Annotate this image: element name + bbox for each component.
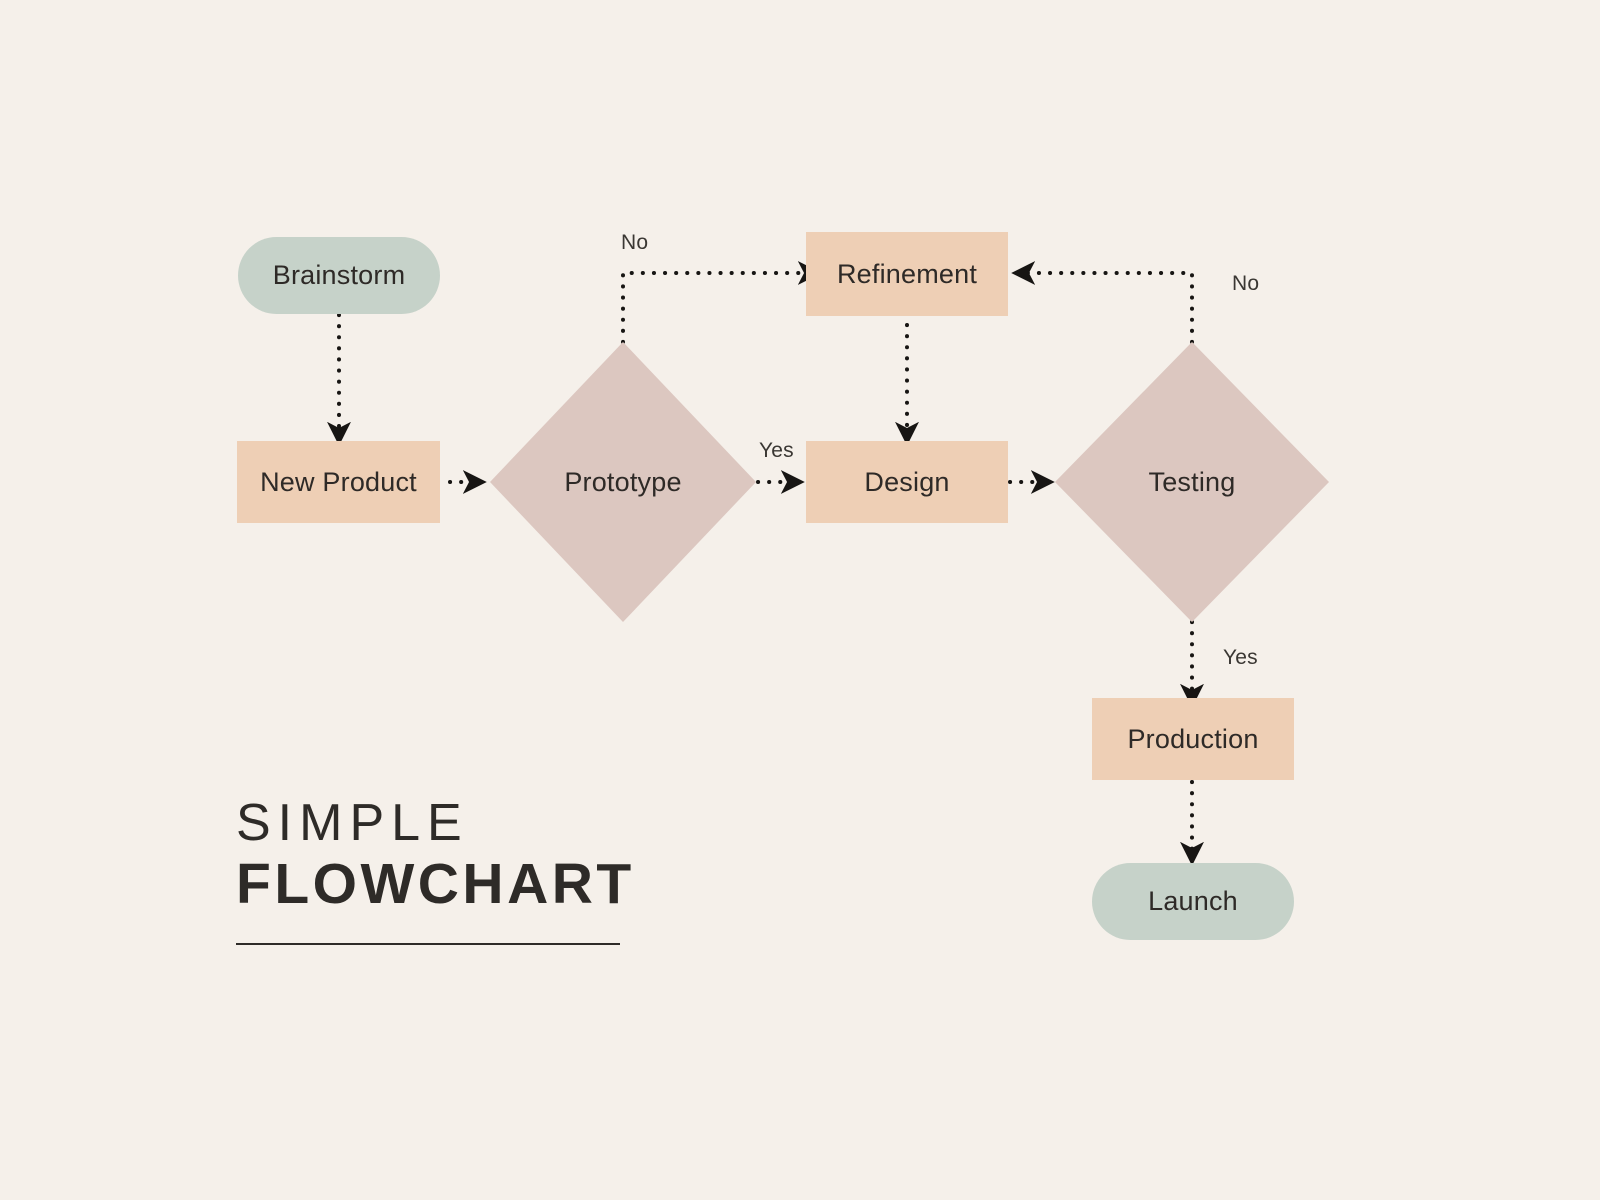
node-brainstorm-label: Brainstorm xyxy=(272,260,406,290)
title-underline-rule xyxy=(236,942,620,945)
node-testing[interactable]: Testing xyxy=(1055,342,1329,622)
edge-label-prototype-no: No xyxy=(621,231,649,254)
title-line-2: FLOWCHART xyxy=(236,852,635,917)
node-design-label: Design xyxy=(864,466,950,497)
node-production-label: Production xyxy=(1127,723,1259,754)
node-new-product[interactable]: New Product xyxy=(237,441,440,523)
node-brainstorm[interactable]: Brainstorm xyxy=(238,237,440,314)
node-new-product-label: New Product xyxy=(260,466,417,497)
edge-label-testing-no: No xyxy=(1232,272,1260,295)
edge-prototype-no-to-refinement xyxy=(621,261,822,344)
node-production[interactable]: Production xyxy=(1092,698,1294,780)
node-refinement-label: Refinement xyxy=(836,258,978,289)
node-prototype[interactable]: Prototype xyxy=(490,342,756,622)
node-testing-label: Testing xyxy=(1148,466,1236,497)
node-launch-label: Launch xyxy=(1148,886,1238,916)
node-prototype-label: Prototype xyxy=(564,466,682,497)
title-line-1: SIMPLE xyxy=(236,794,469,852)
node-design[interactable]: Design xyxy=(806,441,1008,523)
node-launch[interactable]: Launch xyxy=(1092,863,1294,940)
edge-label-testing-yes: Yes xyxy=(1223,646,1258,669)
title-block: SIMPLE FLOWCHART xyxy=(236,795,636,945)
edge-label-prototype-yes: Yes xyxy=(759,439,794,462)
node-refinement[interactable]: Refinement xyxy=(806,232,1008,316)
edge-testing-no-to-refinement xyxy=(1011,261,1194,344)
